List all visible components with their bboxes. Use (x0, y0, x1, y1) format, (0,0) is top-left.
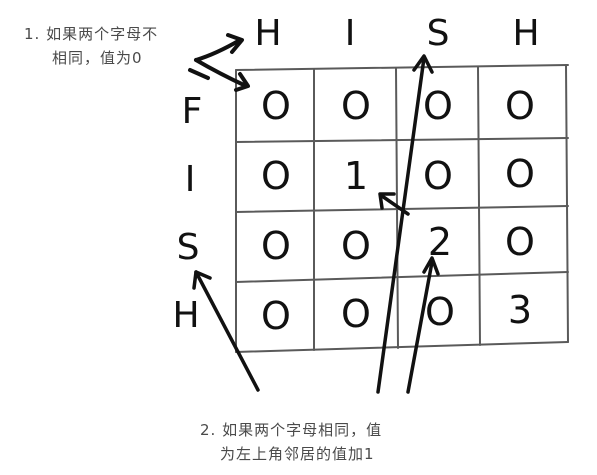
column-letter-3: S (426, 13, 450, 54)
double-arrow-head-b (234, 72, 250, 92)
row-letter-3: S (176, 227, 200, 268)
row-letter-2: I (184, 159, 196, 200)
cell-r4-c3: O (425, 290, 455, 334)
cell-r2-c4: O (505, 152, 535, 196)
arrowhead-diagonal-neighbor (378, 192, 396, 210)
column-letter-4: H (512, 13, 540, 54)
grid-line-top (235, 64, 569, 71)
double-arrow-shaft-a (194, 38, 242, 62)
cell-r1-c3: O (423, 84, 453, 128)
cell-r4-c2: O (341, 292, 371, 336)
arrowhead-col-letter-s (412, 54, 434, 74)
cell-r3-c4: O (505, 220, 535, 264)
arrow-diagonal-neighbor (380, 194, 410, 216)
arrowhead-row-letter-s (192, 270, 212, 290)
note-rule-two: 2. 如果两个字母相同，值 为左上角邻居的值加1 (200, 418, 382, 466)
grid-line-row1 (235, 137, 569, 143)
cell-r3-c3: 2 (427, 220, 453, 264)
column-letter-1: H (254, 13, 282, 54)
note-rule-one: 1. 如果两个字母不 相同，值为0 (24, 22, 158, 70)
row-letter-4: H (172, 295, 200, 336)
cell-r1-c2: O (341, 84, 371, 128)
note-rule-two-line2: 为左上角邻居的值加1 (220, 445, 375, 463)
grid-line-row3 (235, 271, 569, 283)
cell-r4-c4: 3 (507, 288, 533, 332)
arrow-to-cell-two (406, 260, 434, 394)
note-rule-one-line1: 1. 如果两个字母不 (24, 25, 159, 43)
cell-r4-c1: O (261, 294, 291, 338)
cell-r3-c1: O (261, 224, 291, 268)
arrowhead-cell-two (422, 256, 440, 276)
arrow-to-row-letter-s (194, 270, 260, 392)
double-arrow-head-a (226, 33, 244, 54)
cell-r2-c1: O (261, 154, 291, 198)
row-letter-1: F (181, 91, 203, 132)
grid-line-col3 (477, 66, 481, 346)
cell-r1-c4: O (505, 84, 535, 128)
double-arrow-shaft-b (194, 58, 248, 88)
cell-r2-c2: 1 (343, 154, 369, 198)
note-rule-two-line1: 2. 如果两个字母相同，值 (200, 421, 383, 439)
cell-r2-c3: O (423, 154, 453, 198)
arrow-to-col-letter-s (376, 56, 426, 394)
grid-line-right (565, 64, 569, 343)
grid-line-bottom (235, 341, 569, 353)
cell-r3-c2: O (341, 224, 371, 268)
cell-r1-c1: O (261, 84, 291, 128)
double-arrow-cross (188, 68, 210, 80)
column-letter-2: I (344, 13, 356, 54)
note-rule-one-line2: 相同，值为0 (52, 49, 143, 67)
